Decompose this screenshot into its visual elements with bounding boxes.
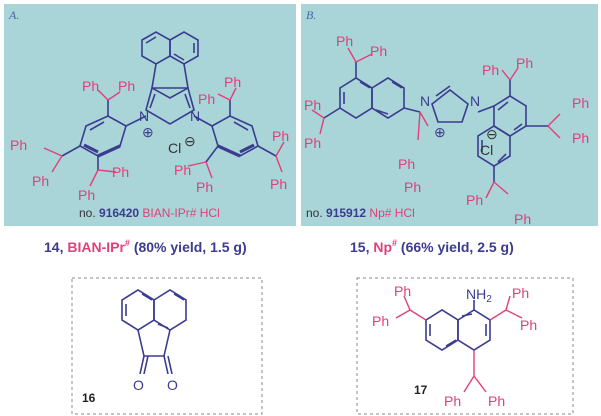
panel-b-ph-label: Ph [482, 62, 499, 78]
panel-a-benzhydryl-bonds [43, 87, 285, 187]
panel-a-ph-label: Ph [118, 78, 135, 94]
panel-a-ph-label: Ph [10, 137, 27, 153]
panel-a-plus-charge: ⊕ [142, 124, 154, 140]
panel-a-left-aryl [61, 100, 147, 170]
panel-a-ph-label: Ph [224, 74, 241, 90]
panel-b-ph-label: Ph [336, 33, 353, 49]
panel-b-ph-label: Ph [370, 43, 387, 59]
naphthylamine-core [425, 300, 491, 351]
panel-a-ph-label: Ph [198, 91, 215, 107]
compound-17-amine: NH2 [466, 286, 492, 305]
compound-17-ph-label: Ph [520, 317, 537, 333]
panel-b-left-naphthyl [323, 62, 421, 119]
panel-a-caption: no. 916420 BIAN-IPr# HCl [79, 206, 220, 220]
panel-b-minus-charge: ⊖ [486, 126, 498, 142]
acenaphthenequinone [121, 289, 187, 375]
panel-b-ph-label: Ph [516, 55, 533, 71]
panel-a-right-aryl [193, 100, 277, 163]
panel-b-ph-label: Ph [572, 95, 589, 111]
compound-17-label: 17 [414, 383, 428, 397]
panel-a-ph-label: Ph [174, 162, 191, 178]
panel-b-ph-label: Ph [404, 179, 421, 195]
compound-16-oxygen: O [133, 377, 144, 393]
panel-a-ph-label: Ph [78, 187, 95, 203]
compound-16-label: 16 [82, 391, 96, 405]
panel-b-ph-label: Ph [466, 192, 483, 208]
panel-b-n-atom: N [420, 93, 430, 109]
panel-b-ph-label: Ph [572, 130, 589, 146]
panel-b-caption: no. 915912 Np# HCl [306, 206, 415, 220]
panel-b-letter: B. [306, 8, 316, 22]
compound-17-ph-label: Ph [488, 393, 505, 409]
panel-a: A. [4, 4, 296, 226]
subtitle-15: 15, Np# (66% yield, 2.5 g) [350, 238, 514, 255]
panel-b-benzhydryl-bonds [311, 47, 561, 199]
panel-b-ph-label: Ph [514, 211, 531, 227]
compound-17-ph-label: Ph [394, 283, 411, 299]
compound-17-box: NH2 Ph Ph Ph Ph Ph Ph 17 [356, 277, 574, 415]
compound-16-box: O O 16 [71, 277, 263, 415]
panel-b-chloride: Cl [480, 142, 493, 158]
panel-a-background [4, 4, 296, 226]
panel-b-plus-charge: ⊕ [434, 124, 446, 140]
panel-a-ph-label: Ph [270, 176, 287, 192]
panel-a-letter: A. [8, 8, 19, 22]
panel-b-ph-label: Ph [398, 156, 415, 172]
panel-b-imidazolium [431, 85, 469, 123]
panel-a-acenaphthylene [141, 31, 199, 125]
panel-b-ph-label: Ph [304, 135, 321, 151]
panel-a-ph-label: Ph [82, 78, 99, 94]
compound-17-benzhydryl-bonds [395, 295, 523, 393]
panel-a-ph-label: Ph [112, 164, 129, 180]
subtitle-14: 14, BIAN-IPr# (80% yield, 1.5 g) [44, 238, 247, 255]
compound-17-ph-label: Ph [372, 313, 389, 329]
panel-a-ph-label: Ph [196, 179, 213, 195]
panel-a-ph-label: Ph [272, 128, 289, 144]
panel-a-ph-label: Ph [32, 173, 49, 189]
compound-17-ph-label: Ph [444, 393, 461, 409]
compound-16-oxygen: O [167, 377, 178, 393]
panel-a-minus-charge: ⊖ [184, 133, 196, 149]
panel-a-n-atom: N [139, 108, 149, 124]
panel-b-ph-label: Ph [304, 97, 321, 113]
panel-b-right-naphthyl [477, 80, 548, 182]
panel-b-n-atom: N [470, 93, 480, 109]
panel-a-chloride: Cl [168, 140, 181, 156]
panel-b: B. [301, 4, 598, 227]
compound-17-ph-label: Ph [512, 285, 529, 301]
panel-a-n-atom: N [190, 108, 200, 124]
